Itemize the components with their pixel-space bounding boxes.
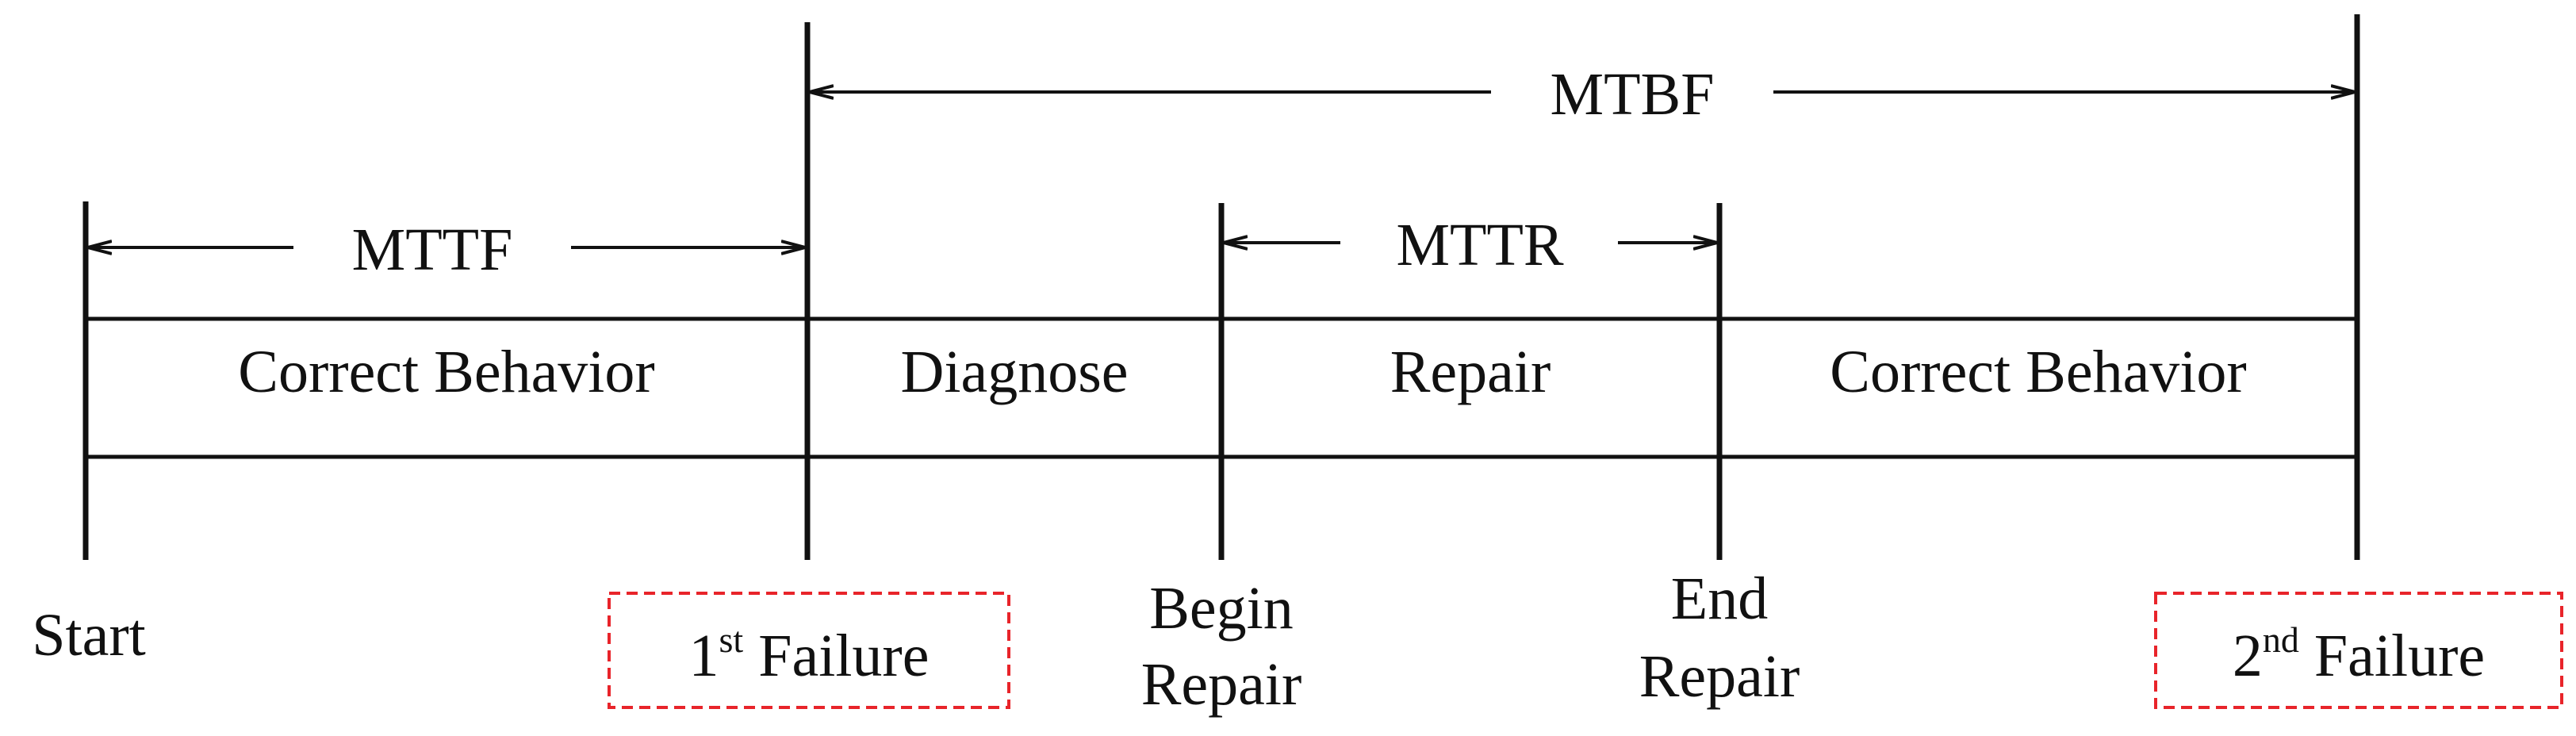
second-failure-word: Failure xyxy=(2299,623,2485,689)
second-failure-suffix: nd xyxy=(2263,619,2299,660)
first-failure-word: Failure xyxy=(743,623,929,689)
event-begin-repair: Begin Repair xyxy=(1141,575,1302,718)
mttr-label: MTTR xyxy=(1396,212,1563,278)
first-failure-highlight-box xyxy=(608,592,1010,709)
second-failure-highlight-box xyxy=(2154,592,2563,709)
begin-repair-line-2: Repair xyxy=(1141,651,1302,718)
second-failure-ordinal: 2 xyxy=(2233,623,2263,689)
event-labels: Start 1st Failure Begin Repair End Repai… xyxy=(32,565,2563,718)
event-second-failure: 2nd Failure xyxy=(2154,592,2563,709)
event-first-failure: 1st Failure xyxy=(608,592,1010,709)
mtbf-span: MTBF xyxy=(811,61,2354,128)
phase-correct-behavior-1: Correct Behavior xyxy=(238,339,654,405)
first-failure-ordinal: 1 xyxy=(689,623,719,689)
mttf-label: MTTF xyxy=(352,217,513,283)
event-start: Start xyxy=(32,602,146,669)
event-end-repair: End Repair xyxy=(1639,565,1800,710)
phase-labels: Correct Behavior Diagnose Repair Correct… xyxy=(238,339,2246,405)
boundary-ticks xyxy=(82,14,2360,560)
phase-correct-behavior-2: Correct Behavior xyxy=(1830,339,2246,405)
phase-diagnose: Diagnose xyxy=(900,339,1128,405)
first-failure-label: 1st Failure xyxy=(689,619,930,689)
mttf-span: MTTF xyxy=(89,217,804,283)
second-failure-label: 2nd Failure xyxy=(2233,619,2485,689)
mtbf-label: MTBF xyxy=(1551,61,1715,128)
mttr-span: MTTR xyxy=(1225,212,1716,278)
end-repair-line-2: Repair xyxy=(1639,643,1800,710)
end-repair-line-1: End xyxy=(1671,565,1768,632)
begin-repair-line-1: Begin xyxy=(1149,575,1294,642)
phase-repair: Repair xyxy=(1390,339,1551,405)
first-failure-suffix: st xyxy=(719,619,744,660)
